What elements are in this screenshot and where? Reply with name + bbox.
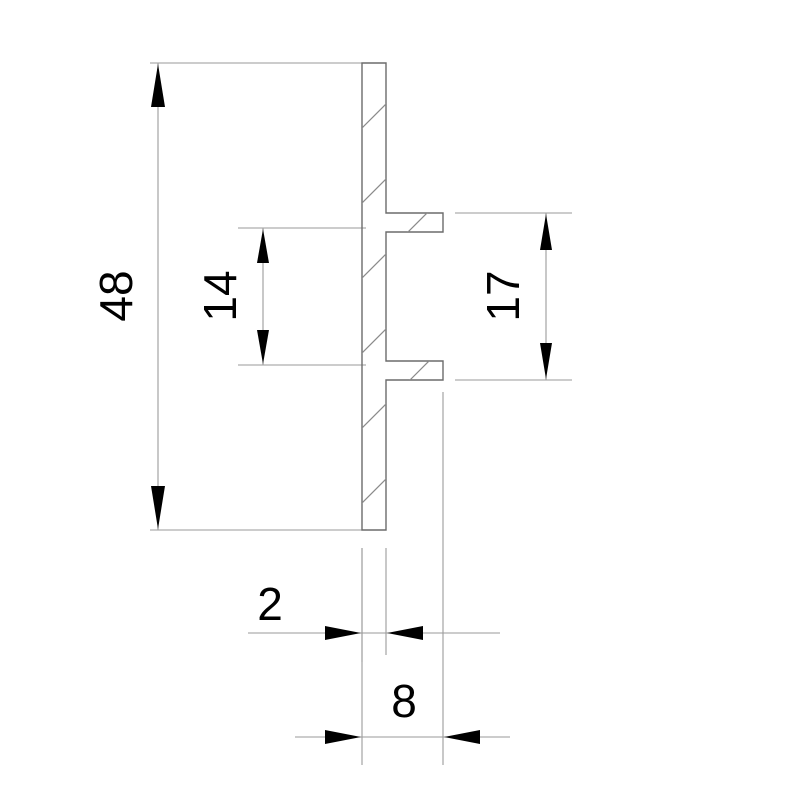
arrowhead-14-top [257, 229, 269, 263]
dimension-label-48: 48 [90, 270, 142, 321]
dimension-lines [157, 63, 547, 738]
dimension-label-8: 8 [391, 675, 417, 727]
arrowhead-17-top [540, 214, 552, 250]
arrowhead-48-bottom [151, 486, 165, 529]
dimension-arrowheads [151, 64, 552, 744]
hatch-line [362, 394, 443, 530]
hatch-line [362, 319, 443, 491]
arrowhead-2-left [325, 626, 361, 640]
hatch-line [362, 94, 443, 266]
dimension-label-14: 14 [194, 270, 246, 321]
arrowhead-17-bottom [540, 343, 552, 379]
dimension-labels: 48 14 17 2 8 [90, 270, 529, 727]
arrowhead-8-left [325, 730, 361, 744]
hatch-line [362, 63, 443, 116]
hatch-line [362, 469, 443, 530]
hatch-lines-group [362, 63, 443, 530]
dimension-label-17: 17 [477, 270, 529, 321]
section-hatching [362, 63, 443, 530]
arrowhead-14-bottom [257, 330, 269, 364]
dimension-extension-lines [150, 62, 572, 765]
hatch-line [362, 169, 443, 341]
arrowhead-2-right [387, 626, 423, 640]
hatch-line [362, 63, 443, 191]
arrowhead-48-top [151, 64, 165, 107]
hatch-line [362, 244, 443, 416]
dimension-label-2: 2 [257, 578, 283, 630]
part-cross-section-profile [361, 62, 444, 531]
arrowhead-8-right [444, 730, 480, 744]
part-outline-path [361, 62, 444, 531]
